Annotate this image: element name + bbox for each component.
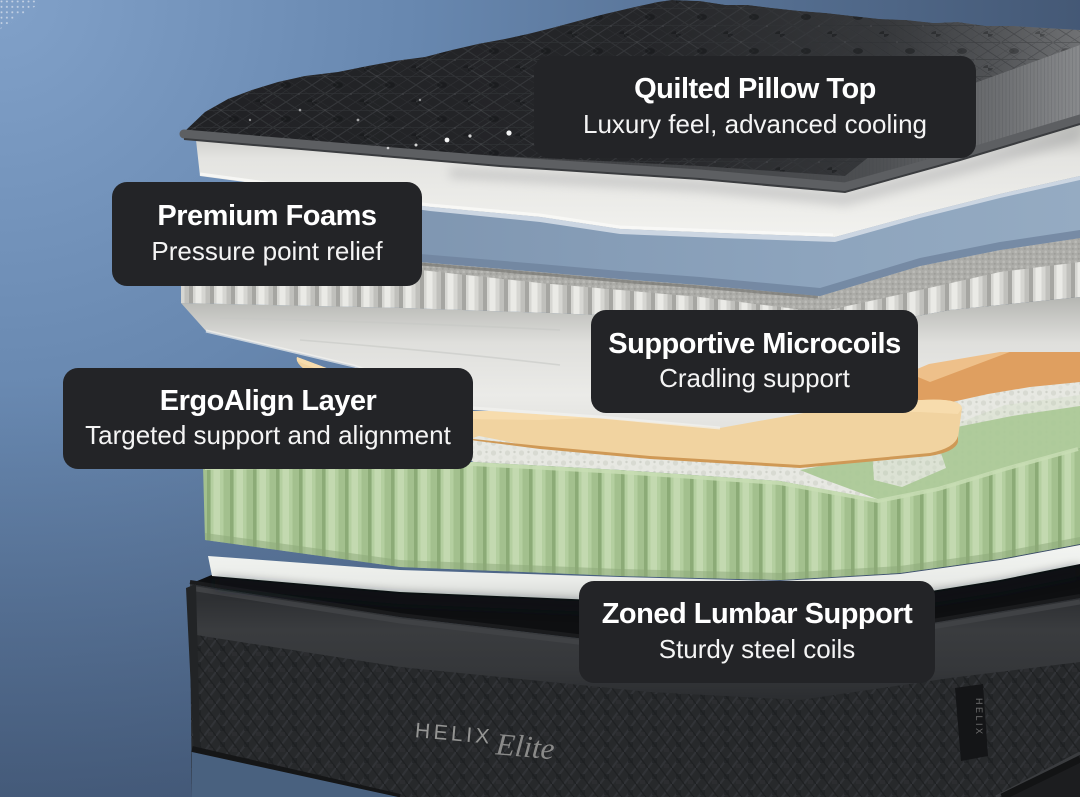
svg-text:HELIX: HELIX: [974, 698, 984, 737]
svg-text:Elite: Elite: [494, 726, 557, 766]
